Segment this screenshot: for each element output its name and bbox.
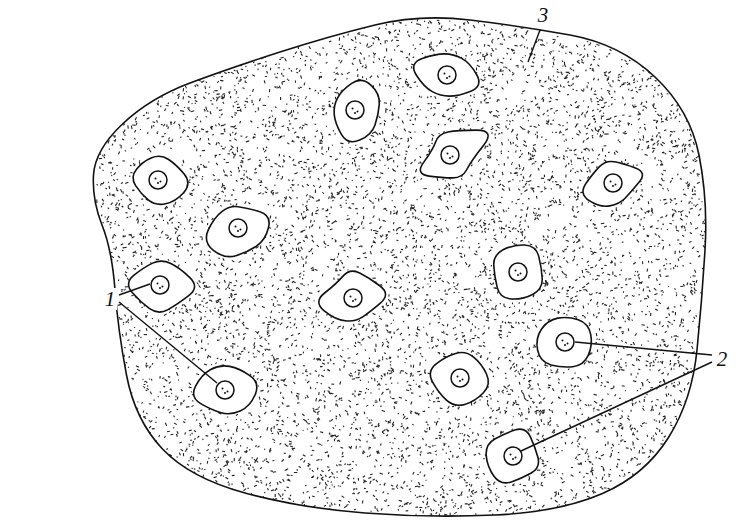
nucleolus-dot (162, 286, 164, 288)
cell-nucleus (216, 381, 234, 399)
nucleolus-dot (452, 156, 454, 158)
nucleolus-dot (564, 344, 566, 346)
leader-line (521, 362, 712, 451)
cell-body (494, 245, 542, 299)
leader-line (119, 302, 217, 383)
cell-nucleus (151, 276, 169, 294)
nucleolus-dot (515, 457, 517, 459)
nucleolus-dot (446, 77, 448, 79)
nucleolus-dot (612, 185, 614, 187)
nucleolus-dot (457, 376, 459, 378)
cell-body (420, 130, 488, 178)
nucleolus-dot (227, 391, 229, 393)
matrix-stipple (77, 5, 722, 527)
cell-nucleus (604, 174, 622, 192)
nucleolus-dot (155, 178, 157, 180)
nucleolus-dot (515, 270, 517, 272)
leader-line (528, 30, 540, 62)
nucleolus-dot (222, 388, 224, 390)
nucleolus-dot (462, 379, 464, 381)
nucleolus-dot (350, 296, 352, 298)
nucleolus-dot (562, 340, 564, 342)
cell-nucleus (438, 66, 456, 84)
nucleolus-dot (355, 299, 357, 301)
leader-line (119, 284, 150, 295)
nucleolus-dot (512, 458, 514, 460)
nucleolus-dot (444, 73, 446, 75)
cell-nucleus (229, 219, 247, 237)
leader-line (575, 342, 712, 355)
nucleolus-dot (615, 184, 617, 186)
nucleolus-dot (352, 300, 354, 302)
cell-body (206, 207, 269, 257)
cell-body (194, 366, 257, 414)
nucleolus-dot (159, 287, 161, 289)
cell-nucleus (346, 101, 364, 119)
nucleolus-dot (157, 182, 159, 184)
leader-lines (119, 30, 712, 451)
cell-body (414, 54, 479, 96)
nucleolus-dot (237, 230, 239, 232)
callout-number: 3 (536, 4, 551, 26)
nucleolus-dot (517, 274, 519, 276)
nucleolus-dot (357, 111, 359, 113)
cell-nucleus (344, 289, 362, 307)
cell-body (583, 161, 642, 206)
nucleolus-dot (567, 343, 569, 345)
nucleolus-dot (224, 392, 226, 394)
cell-nucleus (556, 333, 574, 351)
nucleolus-dot (352, 108, 354, 110)
nucleolus-dot (459, 380, 461, 382)
nucleolus-dot (235, 226, 237, 228)
cell-group (129, 54, 643, 483)
nucleolus-dot (160, 181, 162, 183)
cell-nucleus (509, 263, 527, 281)
callout-number: 1 (103, 288, 118, 310)
cell-body (319, 271, 386, 321)
stipple-dots (77, 5, 722, 527)
nucleolus-dot (447, 153, 449, 155)
cell-nucleus (441, 146, 459, 164)
callout-number: 2 (715, 348, 730, 370)
cell-body (133, 156, 188, 204)
nucleolus-dot (240, 229, 242, 231)
nucleolus-dot (449, 157, 451, 159)
nucleolus-dot (449, 76, 451, 78)
cell-body (129, 261, 195, 312)
nucleolus-dot (610, 181, 612, 183)
cell-nucleus (504, 447, 522, 465)
cell-body (486, 429, 538, 483)
nucleolus-dot (157, 283, 159, 285)
nucleolus-dot (510, 454, 512, 456)
cell-body (334, 80, 379, 141)
cell-nucleus (451, 369, 469, 387)
tissue-outline (93, 18, 705, 516)
nucleolus-dot (520, 273, 522, 275)
cell-body (430, 353, 488, 406)
cell-nucleus (149, 171, 167, 189)
nucleolus-dot (354, 112, 356, 114)
